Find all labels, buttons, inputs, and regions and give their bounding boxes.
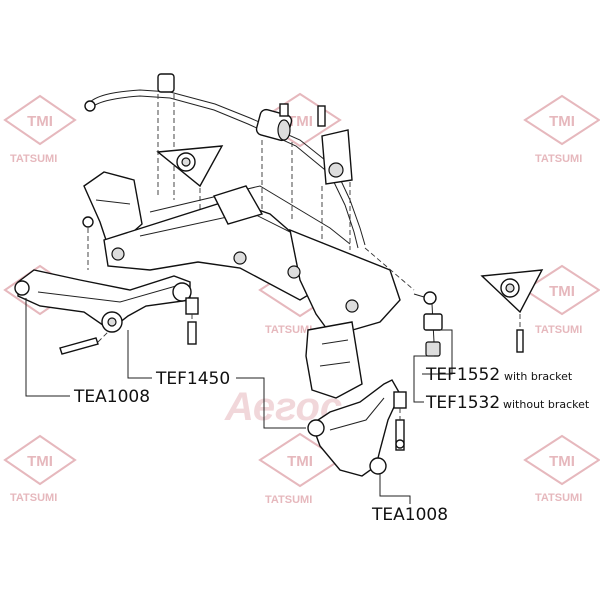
callout-number: TEF1532 xyxy=(425,393,500,413)
watermark-brand-text: TATSUMI xyxy=(265,324,312,336)
stabilizer-link xyxy=(364,247,443,357)
leader-tef1552 xyxy=(422,329,453,375)
stabilizer-bushing-left xyxy=(157,73,175,93)
callout-tef1450: TEF1450 xyxy=(155,369,230,389)
upper-mount-right xyxy=(480,269,544,353)
callout-tea1008-left: TEA1008 xyxy=(73,387,150,407)
callout-note: with bracket xyxy=(504,370,573,383)
link-bushing-icon xyxy=(425,341,441,357)
watermark-logo-text: TMI xyxy=(549,453,575,470)
callout-tef1532: TEF1532 without bracket xyxy=(425,393,590,413)
stabilizer-bracket-right xyxy=(317,105,353,262)
watermark-brand-text: TATSUMI xyxy=(10,492,57,504)
watermark-logo-top-left: TMI TATSUMI xyxy=(3,94,77,165)
ball-joint-right xyxy=(369,457,387,475)
watermark-brand-text: TATSUMI xyxy=(535,324,582,336)
callout-tea1008-right: TEA1008 xyxy=(371,505,448,525)
callout-tef1552: TEF1552 with bracket xyxy=(425,365,573,385)
watermark-logo-text: TMI xyxy=(27,453,53,470)
lower-arm-right xyxy=(307,379,407,477)
watermark-brand-text: TATSUMI xyxy=(10,153,57,165)
watermark-logo-top-right: TMI TATSUMI xyxy=(523,94,600,165)
leader-tef1532 xyxy=(413,355,434,403)
callout-number: TEA1008 xyxy=(73,387,150,407)
watermark-logo-text: TMI xyxy=(549,283,575,300)
watermark-logo-text: TMI xyxy=(287,113,313,130)
ball-joint-left xyxy=(14,280,30,296)
watermark-brand-text: TATSUMI xyxy=(535,153,582,165)
watermark-logo-mid-right: TMI TATSUMI xyxy=(523,264,600,336)
leader-tea1008-left xyxy=(25,298,70,397)
watermark-brand-text: TATSUMI xyxy=(265,494,312,506)
callout-number: TEF1450 xyxy=(155,369,230,389)
watermark-logo-bottom-right: TMI TATSUMI xyxy=(523,434,600,504)
callout-number: TEF1552 xyxy=(425,365,500,385)
watermark-logo-bottom-left: TMI TATSUMI xyxy=(3,434,77,504)
stabilizer-bushing-right xyxy=(255,103,293,222)
leader-tef1450-b xyxy=(236,377,306,429)
subframe xyxy=(83,171,401,399)
callout-note: without bracket xyxy=(503,398,590,411)
bushing-right-arm xyxy=(307,419,325,437)
leader-lines xyxy=(25,298,453,504)
stabilizer-end-icon xyxy=(84,100,96,112)
callout-number: TEA1008 xyxy=(371,505,448,525)
leader-tef1450-a xyxy=(127,330,152,379)
watermark-brand-text: TATSUMI xyxy=(535,492,582,504)
lower-arm-left xyxy=(14,216,199,355)
leader-tea1008-right xyxy=(379,474,411,504)
watermark-logo-text: TMI xyxy=(287,453,313,470)
watermark-logo-text: TMI xyxy=(27,113,53,130)
watermark-logo-text: TMI xyxy=(549,113,575,130)
